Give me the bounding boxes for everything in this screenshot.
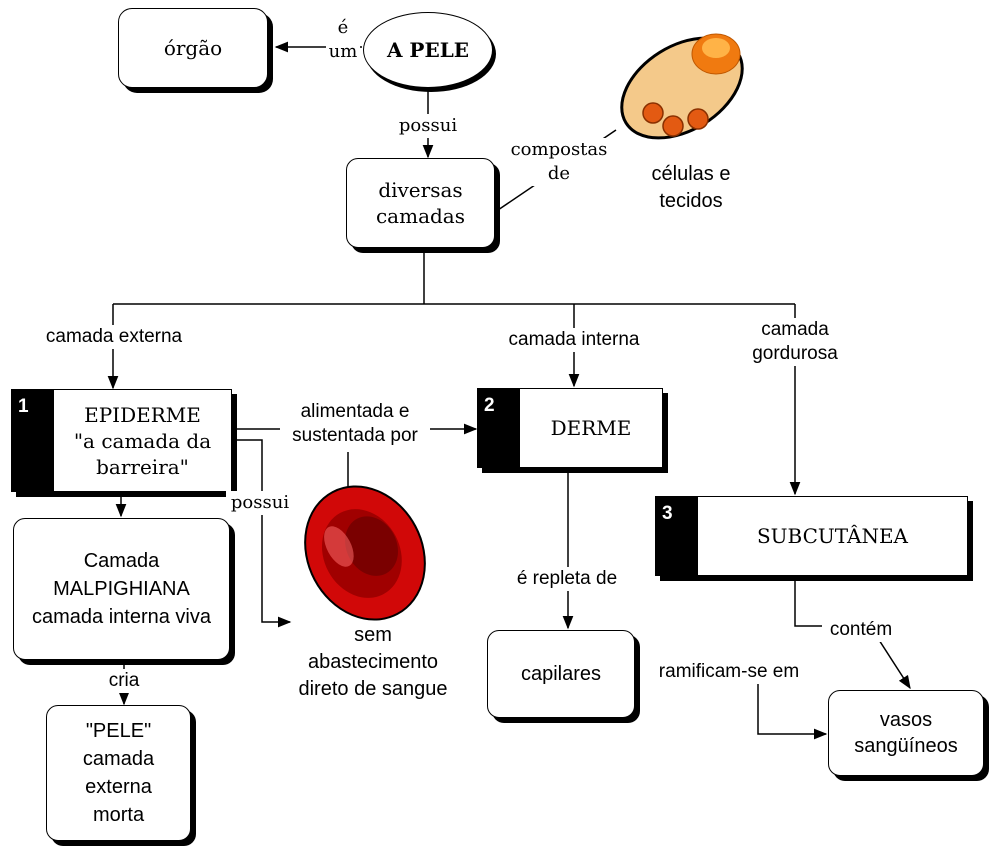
link-is-a: é um [326,16,360,64]
subcutaneous-number: 3 [656,497,698,575]
organelle-icon [662,115,684,137]
link-fed-by: alimentada e sustentada por [280,400,430,448]
node-malpighian: Camada MALPIGHIANA camada interna viva [13,518,230,660]
node-skin-label: A PELE [386,38,470,62]
link-creates: cria [102,669,146,693]
link-inner-layer: camada interna [494,328,654,352]
node-capillaries-label: capilares [520,663,602,685]
link-composed-of: compostas de [502,138,616,186]
node-no-blood: sem abastecimento direto de sangue [298,624,448,700]
node-outer-skin-label: "PELE" camada externa morta [82,720,155,826]
node-layers-label: diversas camadas [375,178,465,228]
node-outer-skin: "PELE" camada externa morta [46,705,191,841]
dermis-number: 2 [478,389,520,467]
dermis-title: DERME [550,416,632,440]
link-has: possui [390,114,466,138]
node-epidermis: 1 EPIDERME "a camada da barreira" [11,389,232,492]
node-subcutaneous: 3 SUBCUTÂNEA [655,496,968,576]
node-layers: diversas camadas [346,158,495,248]
link-branch-into: ramificam-se em [640,660,818,684]
link-outer-layer: camada externa [30,325,198,349]
organelle-icon [642,102,664,124]
node-vessels-label: vasos sangüíneos [854,709,958,757]
epidermis-subtitle: "a camada da barreira" [73,428,212,479]
subcutaneous-title: SUBCUTÂNEA [756,524,908,548]
node-skin: A PELE [363,12,493,88]
link-full-of: é repleta de [506,567,628,591]
node-vessels: vasos sangüíneos [828,690,984,776]
epidermis-number: 1 [12,390,54,491]
node-capillaries: capilares [487,630,635,718]
link-has-2: possui [226,491,294,515]
node-malpighian-label: Camada MALPIGHIANA camada interna viva [32,550,211,628]
node-organ-label: órgão [163,36,223,60]
node-dermis: 2 DERME [477,388,663,468]
link-fat-layer: camada gordurosa [740,318,850,366]
node-organ: órgão [118,8,268,88]
epidermis-title: EPIDERME [84,402,201,427]
organelle-icon [687,108,709,130]
link-contains: contém [822,618,900,642]
node-cells: células e tecidos [651,163,731,212]
